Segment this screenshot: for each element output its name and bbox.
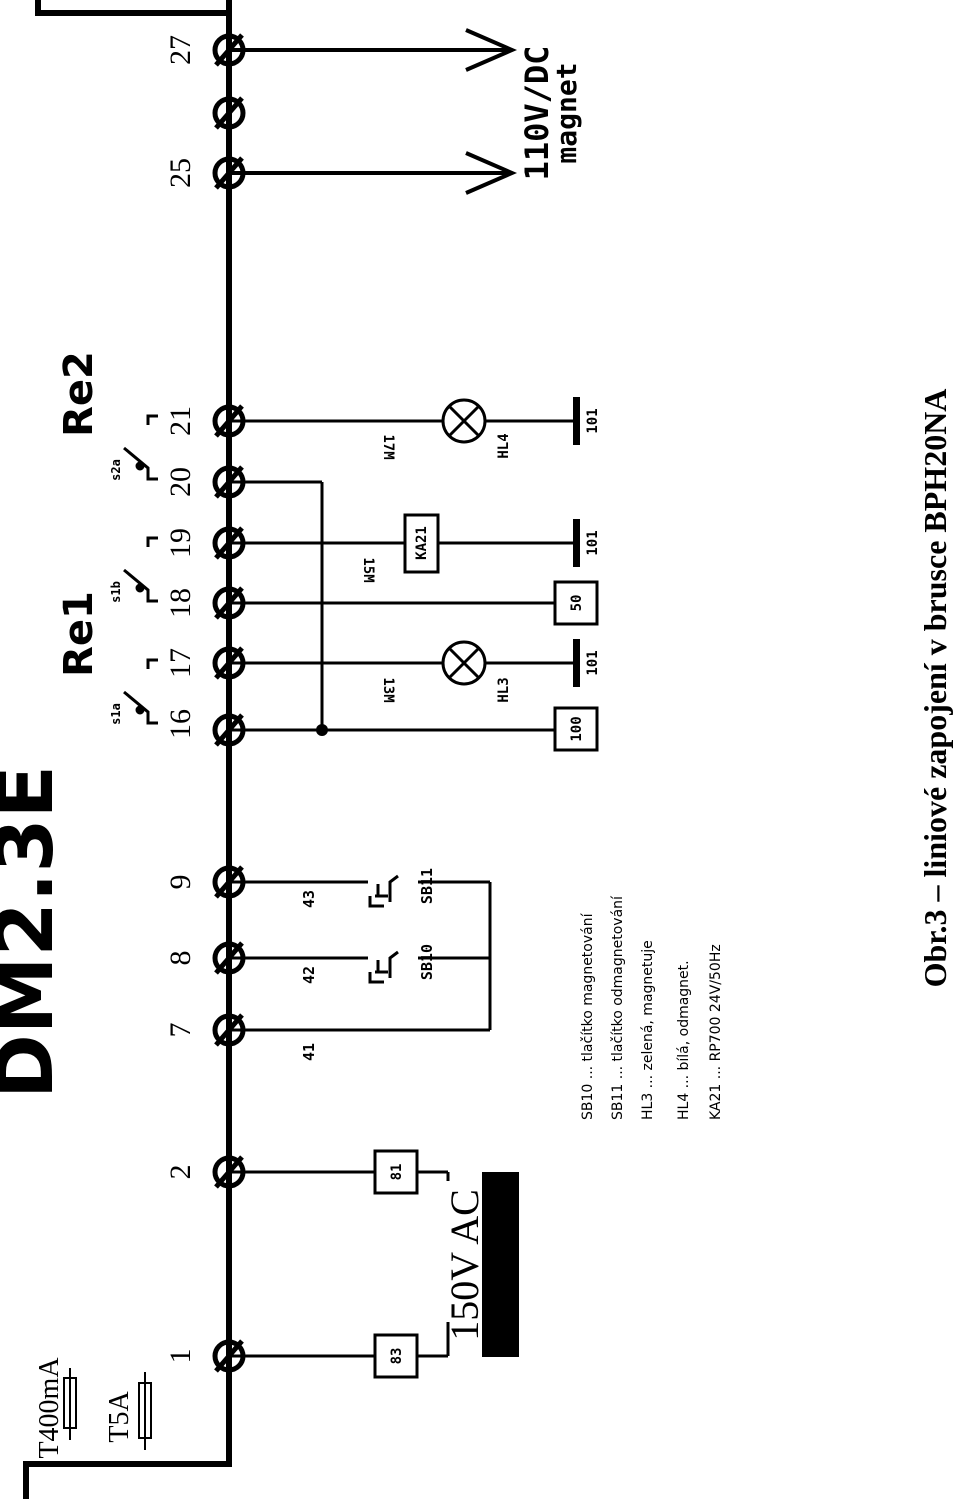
lamp-label-hl4: HL4 — [496, 433, 512, 458]
ground-label: 101 — [585, 408, 601, 433]
terminal-label: 17 — [164, 648, 197, 678]
lamp-hl4 — [441, 398, 487, 444]
device-title: DM2.3E — [0, 765, 71, 1099]
wire-label-42: 42 — [300, 966, 318, 984]
lamp-hl3 — [441, 640, 487, 686]
relay-label-re1: Re1 — [56, 591, 102, 677]
supply-circuit: 83 81 150V AC — [229, 1149, 519, 1379]
ground-label: 101 — [585, 530, 601, 555]
terminal-symbols — [212, 33, 246, 1373]
legend: SB10 ... tlačítko magnetování SB11 ... t… — [580, 895, 724, 1120]
wire-label-43: 43 — [300, 890, 318, 908]
button-label-sb11: SB11 — [418, 868, 436, 904]
pushbutton-circuit — [229, 874, 492, 1032]
fuses: T400mA T5A — [34, 1357, 152, 1459]
terminal-strip-frame — [23, 0, 232, 1499]
lamp-label-hl3: HL3 — [496, 677, 512, 702]
svg-text:100: 100 — [569, 716, 585, 741]
ground-label: 101 — [585, 650, 601, 675]
wire-label-15m: 15M — [360, 557, 376, 582]
output-label-voltage: 110V/DC — [518, 46, 556, 181]
legend-item: HL3 ... zelená, magnetuje — [640, 940, 656, 1120]
box-50 — [553, 580, 599, 626]
svg-text:KA21: KA21 — [414, 526, 430, 560]
contact-label-s1a: s1a — [109, 703, 123, 725]
svg-text:83: 83 — [389, 1348, 405, 1365]
terminal-label: 2 — [164, 1165, 197, 1180]
terminal-label: 20 — [164, 467, 197, 497]
transformer — [482, 1172, 519, 1357]
terminal-label: 16 — [164, 709, 197, 739]
wire-label-41: 41 — [300, 1043, 318, 1061]
terminal-label: 21 — [164, 406, 197, 436]
wire-label-17m: 17M — [380, 434, 396, 459]
relay-wiring — [229, 419, 575, 732]
relay-ka21 — [403, 513, 440, 574]
fuse-label-t400ma: T400mA — [34, 1357, 65, 1459]
terminal-label: 8 — [164, 951, 197, 966]
legend-item: HL4 ... bílá, odmagnet. — [676, 960, 692, 1120]
fuse-label-t5a: T5A — [104, 1391, 135, 1443]
legend-item: SB10 ... tlačítko magnetování — [580, 912, 596, 1120]
terminal-label: 7 — [164, 1023, 197, 1038]
terminal-label: 1 — [164, 1349, 197, 1364]
contact-label-s1b: s1b — [109, 581, 123, 603]
supply-label: 150V AC — [442, 1189, 487, 1341]
terminal-label: 27 — [164, 35, 197, 65]
terminal-label: 19 — [164, 528, 197, 558]
ground-bars — [573, 397, 580, 687]
relay-label-re2: Re2 — [56, 351, 102, 437]
magnet-outputs — [229, 28, 518, 195]
box-81 — [373, 1149, 419, 1195]
button-label-sb10: SB10 — [418, 944, 436, 980]
svg-text:50: 50 — [569, 595, 585, 612]
box-100 — [553, 706, 599, 752]
legend-item: SB11 ... tlačítko odmagnetování — [610, 895, 626, 1120]
contact-label-s2a: s2a — [109, 459, 123, 481]
legend-item: KA21 ... RP700 24V/50Hz — [708, 944, 724, 1120]
svg-text:81: 81 — [389, 1164, 405, 1181]
junction-dot — [316, 724, 328, 736]
figure-caption: Obr.3 – liniové zapojení v brusce BPH20N… — [917, 389, 953, 988]
terminal-label: 25 — [164, 158, 197, 188]
terminal-label: 9 — [164, 875, 197, 890]
output-label-magnet: magnet — [550, 62, 583, 163]
relay-contacts — [123, 414, 158, 725]
wire-label-13m: 13M — [380, 677, 396, 702]
terminal-label: 18 — [164, 588, 197, 618]
terminal-numbers: 1 2 7 8 9 16 17 18 19 20 21 25 27 — [164, 35, 197, 1364]
